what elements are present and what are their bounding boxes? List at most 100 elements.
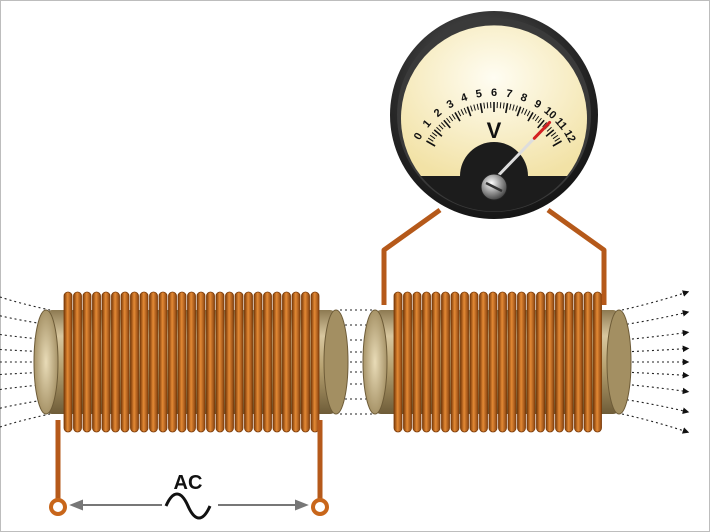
scale-minor-tick — [476, 103, 479, 110]
scale-minor-tick — [526, 110, 531, 117]
field-line — [0, 413, 51, 428]
scale-minor-tick — [451, 113, 456, 120]
coil-turn — [234, 291, 244, 433]
scale-tick-label: 3 — [445, 98, 456, 111]
scale-minor-tick — [554, 137, 561, 142]
coil-turn — [536, 291, 545, 433]
scale-major-tick — [466, 106, 472, 117]
scale-minor-tick — [550, 132, 557, 137]
scale-minor-tick — [440, 122, 446, 128]
coil-turn — [526, 291, 536, 433]
ac-label: AC — [174, 472, 203, 494]
scale-minor-tick — [463, 107, 467, 114]
coil-turn — [593, 291, 602, 433]
scale-minor-tick — [515, 105, 518, 112]
scale-minor-tick — [473, 104, 476, 111]
scale-tick-label: 8 — [519, 91, 529, 104]
scale-tick-label: 5 — [475, 88, 483, 101]
scale-minor-tick — [509, 103, 512, 110]
coil-turn — [555, 291, 564, 433]
coil-turn — [92, 291, 101, 433]
scale-minor-tick — [427, 137, 434, 142]
scale-minor-tick — [438, 124, 444, 130]
coil-turn — [101, 291, 111, 433]
terminal-left — [49, 498, 67, 516]
coil-turn — [82, 291, 92, 433]
ac-source-label: AC — [69, 472, 309, 520]
scale-tick-label: 9 — [532, 98, 543, 111]
scale-major-tick — [537, 119, 545, 129]
scale-major-tick — [552, 140, 562, 147]
coil-turn — [272, 291, 282, 433]
scale-minor-tick — [470, 105, 473, 112]
scale-minor-tick — [546, 126, 552, 132]
coil-turn — [574, 291, 583, 433]
coil-turn — [263, 291, 272, 433]
scale-minor-tick — [460, 109, 465, 115]
coil-turn — [63, 291, 73, 433]
coil-turn — [130, 291, 139, 433]
coil-turn — [422, 291, 431, 433]
scale-minor-tick — [448, 115, 454, 122]
scale-minor-tick — [532, 113, 537, 120]
coil-turn — [431, 291, 441, 433]
secondary-coil — [362, 291, 632, 433]
coil-turn — [73, 291, 82, 433]
scale-minor-tick — [512, 104, 515, 111]
coil-turn — [244, 291, 253, 433]
coil-turn — [450, 291, 460, 433]
scale-minor-tick — [542, 122, 548, 128]
coil-turn — [498, 291, 507, 433]
coil-turn — [441, 291, 450, 433]
coil-turn — [412, 291, 422, 433]
scale-minor-tick — [521, 107, 525, 114]
coil-turn — [187, 291, 196, 433]
primary-winding — [63, 291, 320, 433]
voltmeter-needle-tip — [532, 120, 552, 140]
coil-turn — [253, 291, 263, 433]
voltmeter-unit-label: V — [487, 118, 502, 143]
scale-minor-tick — [486, 102, 489, 109]
coil-turn — [517, 291, 526, 433]
coil-turn — [393, 291, 403, 433]
primary-core-left-end — [33, 309, 59, 415]
scale-minor-tick — [523, 109, 528, 115]
secondary-lead-left — [381, 207, 442, 305]
secondary-lead-right — [546, 207, 607, 305]
scale-tick-label: 7 — [505, 88, 513, 101]
scale-major-tick — [505, 103, 509, 114]
scale-minor-tick — [534, 115, 540, 122]
voltmeter-needle-housing — [460, 142, 528, 176]
coil-turn — [564, 291, 574, 433]
secondary-core-left-end — [362, 309, 388, 415]
primary-coil — [33, 291, 349, 516]
scale-minor-tick — [499, 102, 502, 109]
voltmeter-face — [400, 25, 587, 176]
scale-major-tick — [516, 106, 522, 117]
field-line-arrow — [621, 413, 690, 434]
coil-turn — [196, 291, 206, 433]
scale-tick-label: 12 — [561, 128, 578, 145]
scale-minor-tick — [457, 110, 462, 117]
coil-turn — [291, 291, 301, 433]
scale-major-tick — [443, 119, 451, 129]
coil-turn — [301, 291, 310, 433]
secondary-core-right-end — [606, 309, 632, 415]
coil-turn — [507, 291, 517, 433]
ac-sine-icon — [164, 492, 212, 520]
coil-turn — [403, 291, 412, 433]
scale-minor-tick — [483, 102, 486, 109]
scale-minor-tick — [537, 117, 542, 124]
secondary-winding — [393, 291, 602, 433]
primary-core-right-end — [323, 309, 349, 415]
scale-tick-label: 6 — [491, 87, 497, 99]
scale-minor-tick — [446, 117, 451, 124]
scale-major-tick — [545, 129, 555, 137]
scale-minor-tick — [502, 102, 505, 109]
coil-turn — [149, 291, 158, 433]
coil-turn — [177, 291, 187, 433]
scale-major-tick — [479, 103, 483, 114]
field-line-arrow — [621, 290, 690, 311]
